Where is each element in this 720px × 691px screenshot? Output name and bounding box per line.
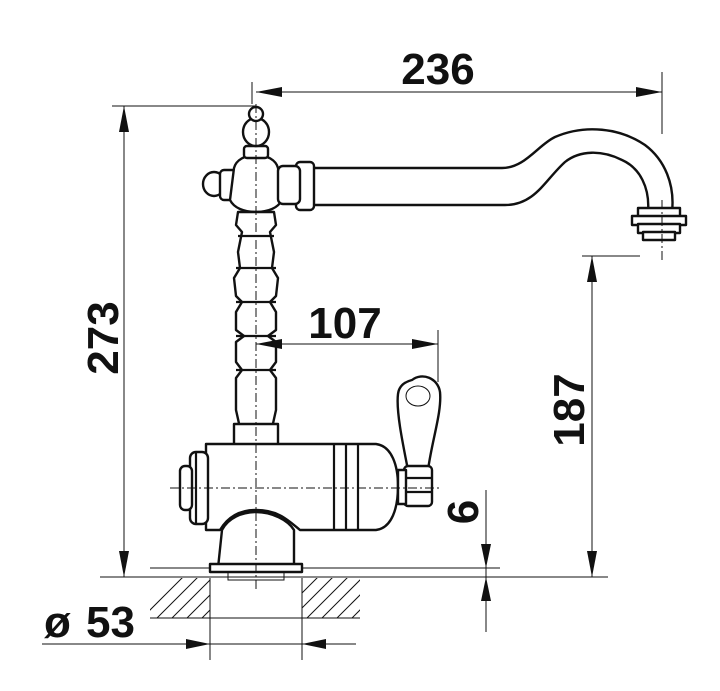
diameter-symbol: ø <box>44 598 71 647</box>
dimension-handle-offset <box>256 330 439 382</box>
dimension-label-107: 107 <box>308 299 381 348</box>
dimension-label-187: 187 <box>545 373 594 446</box>
valve-body <box>204 442 400 532</box>
dimension-label-53: 53 <box>86 598 135 647</box>
dimension-label-236: 236 <box>401 45 474 94</box>
dimension-spout-clearance <box>582 255 640 577</box>
dimension-spout-reach <box>251 72 663 134</box>
dimension-base-thickness <box>481 490 491 632</box>
faucet-outline <box>178 105 688 581</box>
base-foot <box>216 510 296 570</box>
countertop <box>100 567 608 660</box>
dimension-mounting-diameter <box>42 639 356 649</box>
dimension-label-273: 273 <box>79 301 128 374</box>
spout <box>310 128 674 214</box>
dimension-total-height <box>112 105 256 577</box>
lever-stem <box>402 464 434 508</box>
dimension-label-6: 6 <box>439 500 488 524</box>
center-lines <box>170 104 663 590</box>
aerator-ring-4 <box>641 230 677 242</box>
lever-handle <box>396 375 442 472</box>
